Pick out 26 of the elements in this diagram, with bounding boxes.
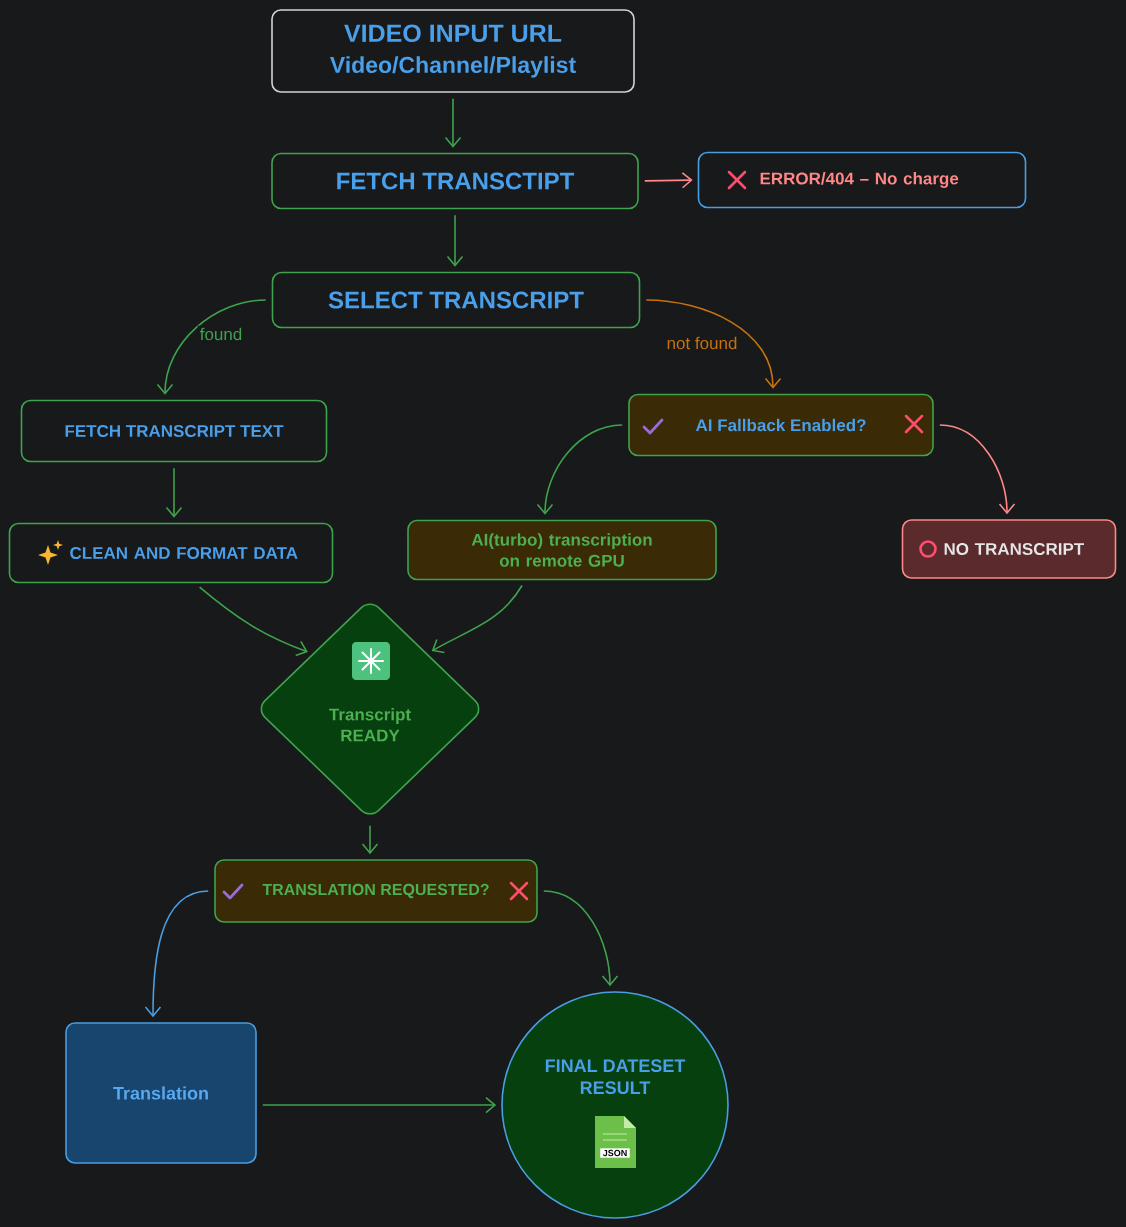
process-box: FETCH TRANSCTIPT <box>271 152 639 210</box>
arrow <box>156 299 267 395</box>
process-box: AI(turbo) transcription on remote GPU <box>407 519 717 581</box>
process-box: SELECT TRANSCRIPT <box>271 271 641 329</box>
arrow <box>262 1096 497 1114</box>
arrow <box>644 171 693 189</box>
arrow <box>645 299 782 389</box>
arrow <box>446 214 464 267</box>
arrow <box>536 424 623 515</box>
arrow <box>198 586 308 657</box>
arrow <box>939 424 1016 515</box>
arrow <box>165 467 183 518</box>
decision-box: AI Fallback Enabled? <box>628 393 934 457</box>
end-box: NO TRANSCRIPT <box>901 519 1117 579</box>
arrow <box>144 890 209 1018</box>
file-label: JSON <box>600 1148 630 1158</box>
process-box: FETCH TRANSCRIPT TEXT <box>20 399 328 463</box>
arrow <box>431 584 523 654</box>
input-box: VIDEO INPUT URL Video/Channel/Playlist <box>271 9 635 93</box>
decision-box: TRANSLATION REQUESTED? <box>214 859 538 923</box>
process-box: Translation <box>65 1022 257 1164</box>
arrow <box>543 890 619 987</box>
arrow <box>444 98 462 148</box>
process-box: CLEAN AND FORMAT DATA <box>8 522 334 584</box>
arrow <box>361 825 379 855</box>
error-box: ERROR/404 – No charge <box>697 151 1027 209</box>
